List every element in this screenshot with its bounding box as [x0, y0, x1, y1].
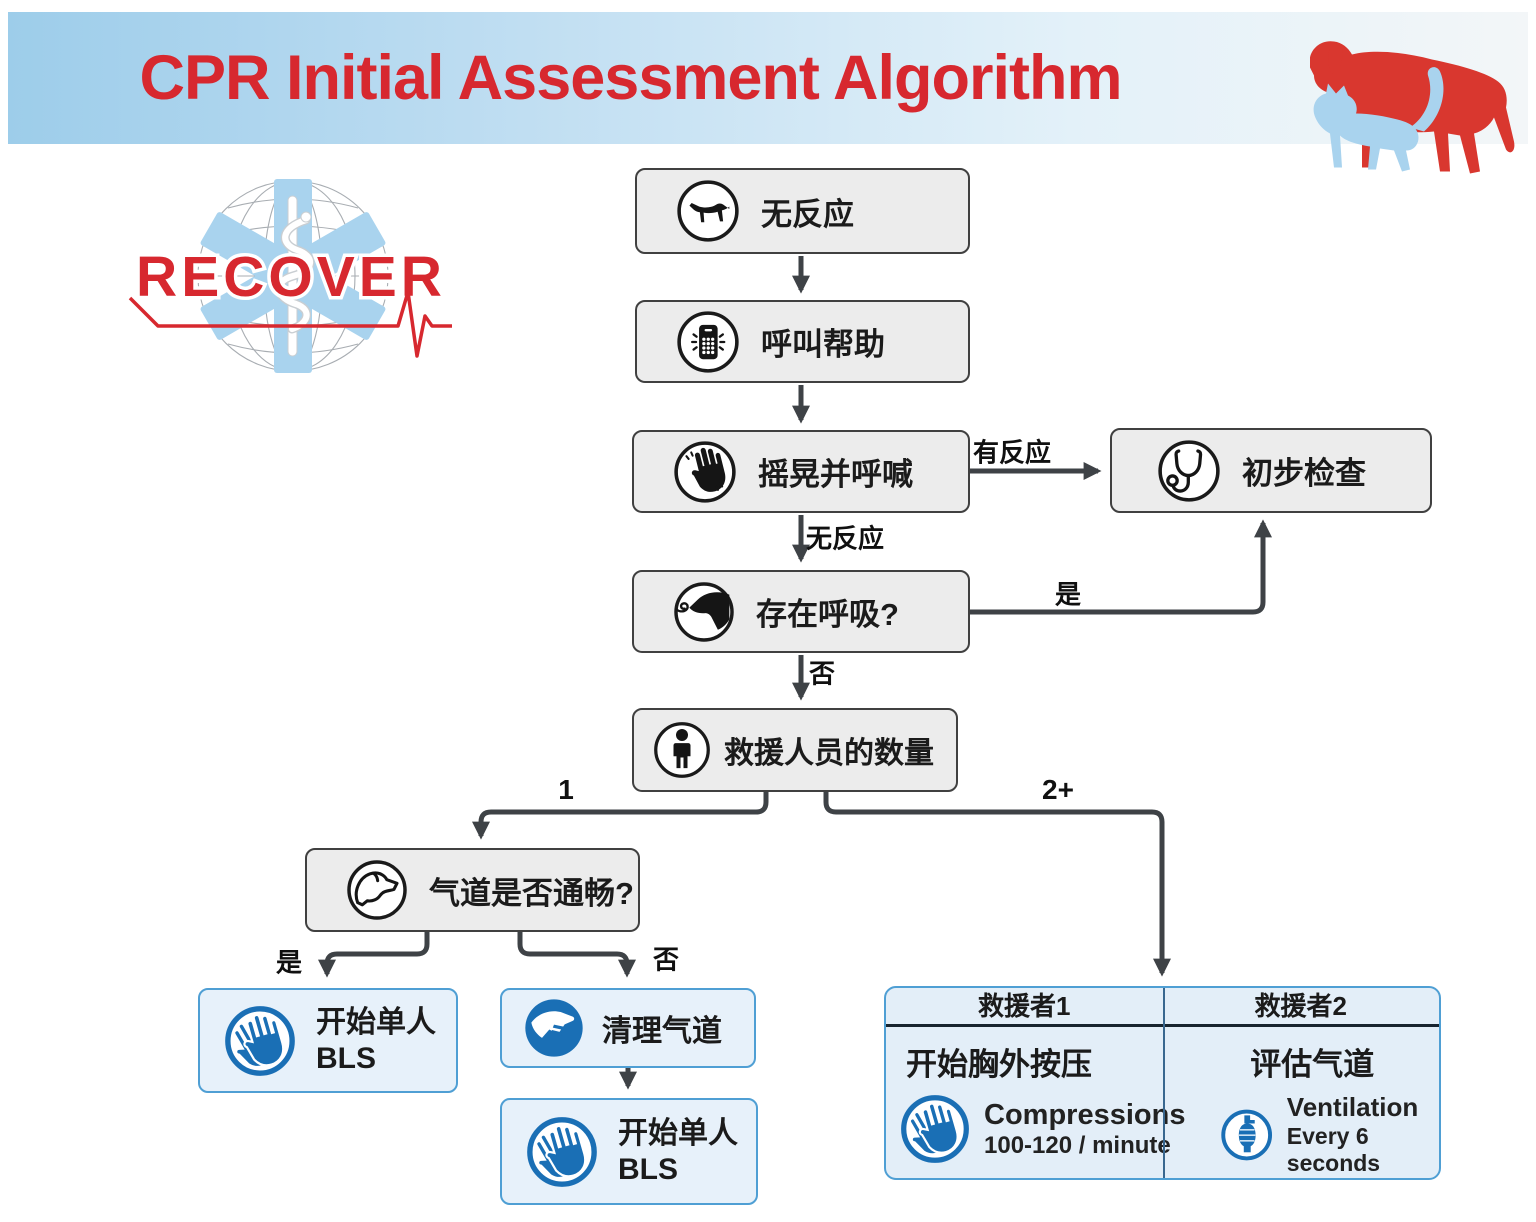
table-column-divider	[1163, 988, 1165, 1178]
rescuer1-cell: 开始胸外按压 Compressions 100-120 / minute	[886, 1027, 1185, 1177]
edge-label-airway-no: 否	[652, 944, 680, 975]
node-label: 呼叫帮助	[761, 327, 885, 362]
node-call-for-help: 呼叫帮助	[635, 300, 970, 383]
rescuer1-header: 救援者1	[978, 991, 1071, 1021]
two-rescuer-table: 救援者1 救援者2 开始胸外按压 Compressions 100-120 / …	[884, 986, 1441, 1180]
edge-label-responsive: 有反应	[972, 437, 1052, 468]
phone-icon	[677, 310, 739, 373]
edge-label-two-plus-rescuers: 2+	[1042, 774, 1074, 805]
title-banner: CPR Initial Assessment Algorithm	[8, 12, 1528, 144]
rescuer2-header: 救援者2	[1254, 991, 1347, 1021]
node-shake-and-shout: 摇晃并呼喊	[632, 430, 970, 513]
lying-dog-icon	[677, 180, 739, 242]
hands-icon	[223, 1005, 295, 1076]
node-label: 开始单人 BLS	[618, 1117, 738, 1186]
node-clear-airway: 清理气道	[500, 988, 756, 1068]
rescuer1-action: 开始胸外按压	[906, 1047, 1092, 1082]
hands-icon	[899, 1095, 969, 1163]
ventilation-rate: Every 6 seconds	[1286, 1123, 1381, 1176]
dog-and-cat-silhouette-icon	[1310, 41, 1515, 174]
recover-wordmark: RECOVER	[136, 245, 446, 309]
clear-airway-icon	[525, 999, 583, 1057]
compressions-label: Compressions	[984, 1098, 1186, 1131]
hands-icon	[525, 1116, 597, 1187]
table-body-row: 开始胸外按压 Compressions 100-120 / minute 评估气…	[886, 1027, 1439, 1177]
edge-label-breathing-yes: 是	[1054, 579, 1082, 610]
node-label: 无反应	[761, 196, 854, 232]
stethoscope-icon	[1158, 439, 1220, 502]
page-title: CPR Initial Assessment Algorithm	[139, 43, 1122, 113]
edge-label-one-rescuer: 1	[558, 774, 574, 805]
recover-logo: RECOVER	[128, 179, 452, 373]
ventilation-row: Ventilation Every 6 seconds	[1219, 1092, 1439, 1177]
edge-label-no-response: 无反应	[805, 523, 885, 554]
node-label: 初步检查	[1242, 456, 1366, 491]
ventilation-text: Ventilation Every 6 seconds	[1287, 1092, 1439, 1177]
node-label: 开始单人 BLS	[316, 1006, 436, 1075]
ekg-line-icon	[128, 290, 452, 358]
table-header-row: 救援者1 救援者2	[886, 988, 1439, 1027]
hand-shake-icon	[674, 440, 736, 503]
node-label: 摇晃并呼喊	[758, 457, 913, 492]
edge-label-breathing-no: 否	[808, 658, 836, 689]
dog-head-outline-icon	[347, 860, 407, 920]
ventilation-bag-icon	[1221, 1109, 1273, 1160]
node-unresponsive: 无反应	[635, 168, 970, 254]
node-label: 存在呼吸?	[756, 597, 899, 632]
rescuer2-action: 评估气道	[1250, 1047, 1375, 1082]
compressions-rate: 100-120 / minute	[984, 1131, 1171, 1159]
person-icon	[654, 722, 710, 778]
node-label: 气道是否通畅?	[429, 875, 634, 911]
node-start-single-rescuer-bls: 开始单人 BLS	[198, 988, 458, 1093]
node-initial-exam: 初步检查	[1110, 428, 1432, 513]
rescuer2-cell: 评估气道 Ventilation	[1185, 1027, 1439, 1177]
node-label: 救援人员的数量	[724, 737, 934, 770]
dog-breath-icon	[674, 581, 734, 642]
ventilation-label: Ventilation	[1286, 1092, 1419, 1122]
node-rescuer-count: 救援人员的数量	[632, 708, 958, 792]
node-airway-clear-check: 气道是否通畅?	[305, 848, 640, 932]
compressions-text: Compressions 100-120 / minute	[984, 1099, 1185, 1160]
node-breathing-check: 存在呼吸?	[632, 570, 970, 653]
node-start-single-rescuer-bls-2: 开始单人 BLS	[500, 1098, 758, 1205]
compressions-row: Compressions 100-120 / minute	[898, 1092, 1185, 1166]
edge-label-airway-yes: 是	[275, 947, 303, 978]
node-label: 清理气道	[602, 1015, 722, 1048]
caduceus-icon	[274, 195, 315, 357]
